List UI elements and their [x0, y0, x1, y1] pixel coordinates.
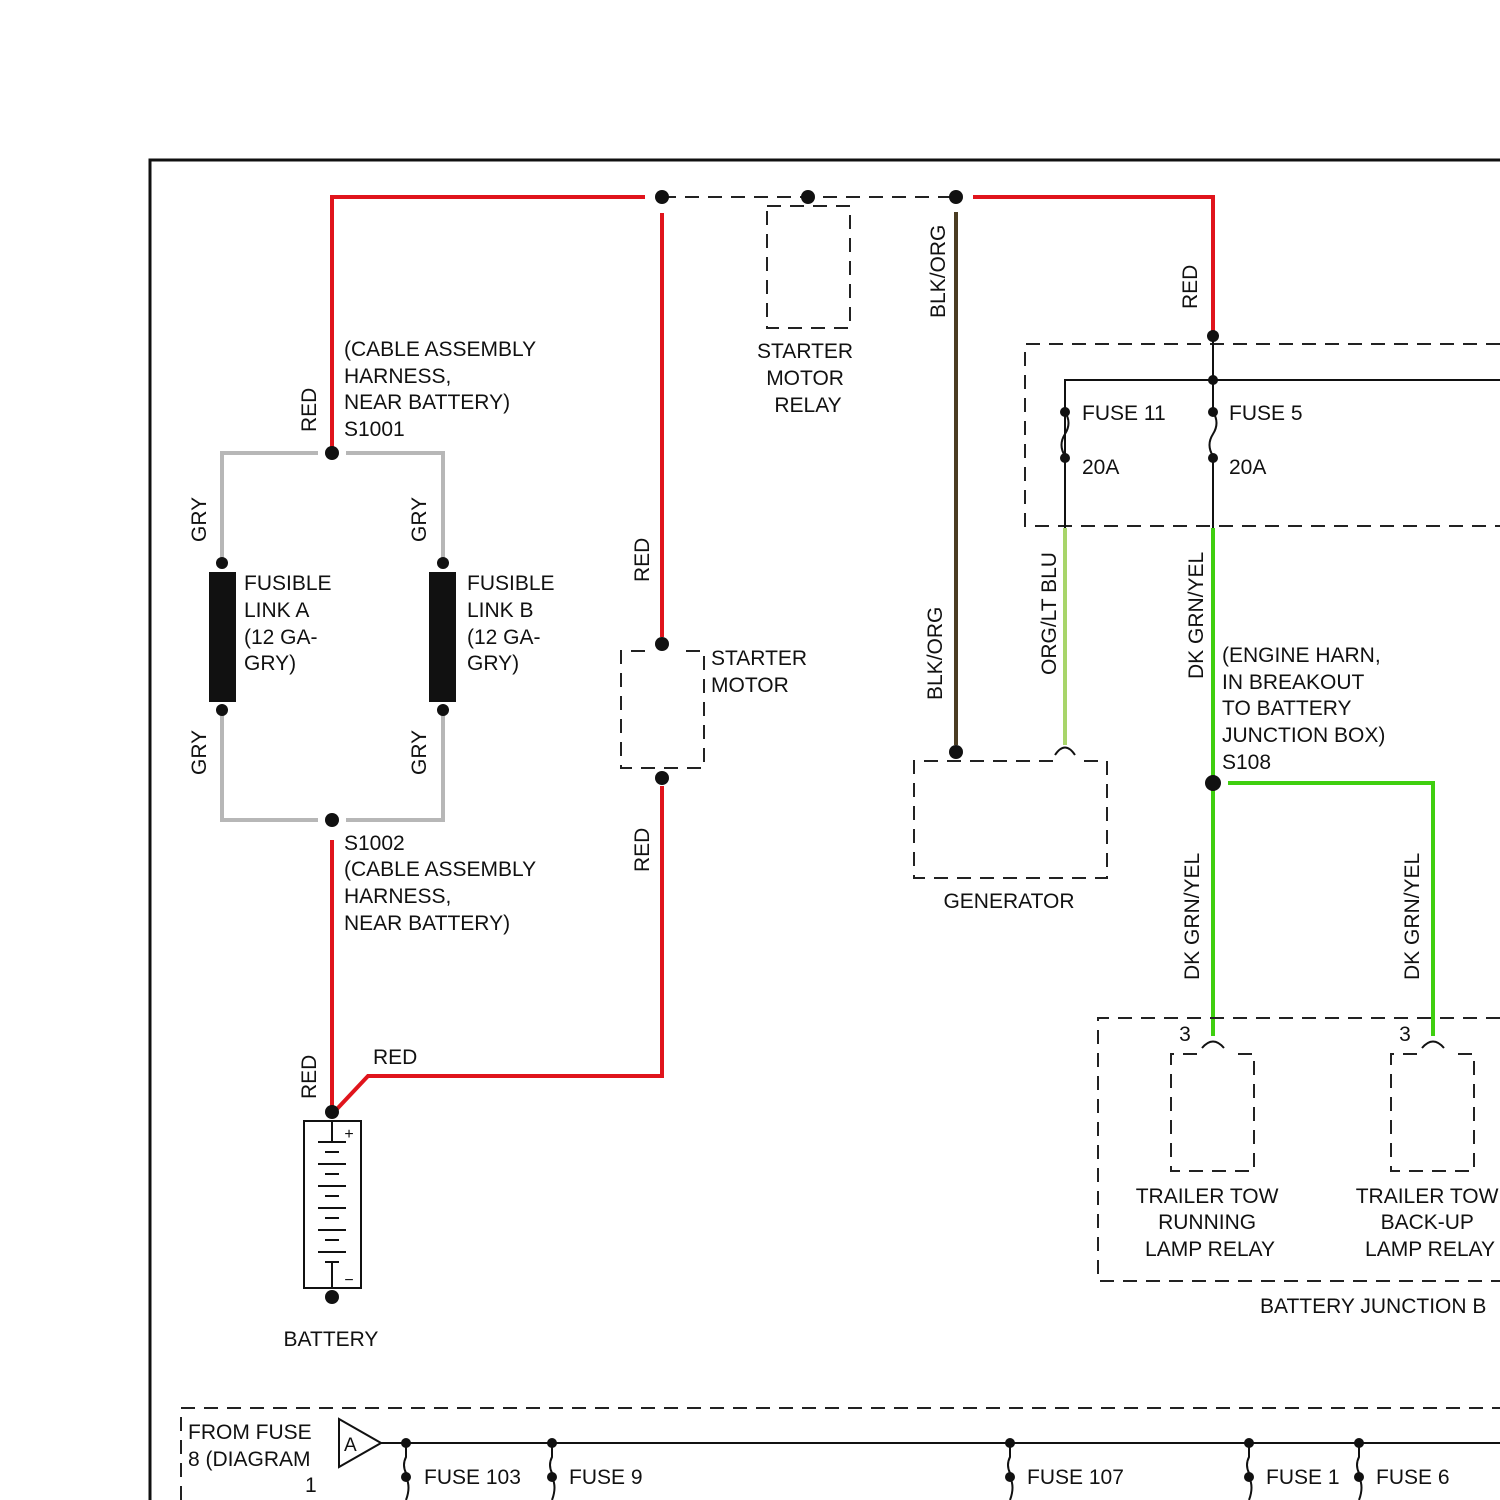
trailer-tow-running-lamp-relay: 3 TRAILER TOW RUNNING LAMP RELAY	[1136, 1023, 1285, 1261]
wire-label-red-battery-horizontal: RED	[373, 1046, 417, 1069]
fuse-107: FUSE 107	[1005, 1438, 1124, 1500]
splice-s1001-label: (CABLE ASSEMBLY HARNESS, NEAR BATTERY) S…	[344, 338, 542, 441]
wire-label-red-motor-bottom: RED	[631, 828, 654, 872]
svg-text:FUSE 6: FUSE 6	[1376, 1466, 1450, 1489]
fuse-6: FUSE 6	[1354, 1438, 1450, 1500]
battery-plus-symbol: +	[344, 1126, 353, 1143]
starter-motor-label: STARTER MOTOR	[711, 647, 813, 697]
wire-label-gry-b-bottom: GRY	[408, 730, 431, 775]
connector-a-label: A	[344, 1435, 357, 1456]
fuse-1: FUSE 1	[1244, 1438, 1340, 1500]
splice-s108-label: (ENGINE HARN, IN BREAKOUT TO BATTERY JUN…	[1222, 644, 1391, 774]
wire-label-gry-a-top: GRY	[188, 497, 211, 542]
starter-motor-terminal-top	[655, 637, 669, 651]
running-relay-label: TRAILER TOW RUNNING LAMP RELAY	[1136, 1185, 1285, 1261]
svg-text:FUSE 103: FUSE 103	[424, 1466, 521, 1489]
splice-s1001: (CABLE ASSEMBLY HARNESS, NEAR BATTERY) S…	[325, 338, 542, 460]
wire-label-dk-grn-yel-left: DK GRN/YEL	[1181, 853, 1204, 980]
wire-label-dk-grn-yel-right: DK GRN/YEL	[1401, 853, 1424, 980]
fusible-link-b: FUSIBLE LINK B (12 GA- GRY)	[429, 557, 560, 716]
running-relay-pin: 3	[1179, 1023, 1191, 1046]
svg-text:FUSE 1: FUSE 1	[1266, 1466, 1340, 1489]
splice-s1002-label: S1002 (CABLE ASSEMBLY HARNESS, NEAR BATT…	[344, 832, 542, 935]
relay-terminal-right	[949, 190, 963, 204]
dk-grn-yel-wires	[1213, 528, 1433, 1036]
battery-component: + − BATTERY	[284, 1105, 379, 1351]
battery-junction-box-label: BATTERY JUNCTION B	[1260, 1295, 1486, 1318]
wire-label-org-lt-blu: ORG/LT BLU	[1038, 552, 1061, 675]
fuse-11-label: FUSE 11	[1082, 402, 1166, 425]
fuse-box-region	[1025, 330, 1500, 528]
starter-motor-relay-label: STARTER MOTOR RELAY	[757, 340, 859, 417]
fuse-5: FUSE 5 20A	[1208, 380, 1303, 528]
svg-text:FUSE 107: FUSE 107	[1027, 1466, 1124, 1489]
splice-s1002: S1002 (CABLE ASSEMBLY HARNESS, NEAR BATT…	[325, 813, 542, 935]
generator-terminal-right	[1055, 748, 1075, 756]
battery-junction-box: BATTERY JUNCTION B	[1098, 1018, 1500, 1318]
wire-label-red-s1001: RED	[298, 388, 321, 432]
fusible-link-b-label: FUSIBLE LINK B (12 GA- GRY)	[467, 572, 560, 675]
svg-text:FUSE 9: FUSE 9	[569, 1466, 643, 1489]
starter-motor-terminal-bottom	[655, 771, 669, 785]
fuse-5-label: FUSE 5	[1229, 402, 1303, 425]
wire-label-blk-org-bottom: BLK/ORG	[924, 607, 947, 700]
starter-motor-component: STARTER MOTOR	[621, 637, 813, 785]
backup-relay-label: TRAILER TOW BACK-UP LAMP RELAY	[1356, 1185, 1500, 1261]
fuse-9: FUSE 9	[547, 1438, 643, 1500]
fuse-103: FUSE 103	[401, 1438, 521, 1500]
fuse-11-rating: 20A	[1082, 456, 1119, 479]
fusible-link-a-label: FUSIBLE LINK A (12 GA- GRY)	[244, 572, 337, 675]
wire-label-gry-a-bottom: GRY	[188, 730, 211, 775]
wire-label-red-fuse-box: RED	[1179, 265, 1202, 309]
fuse-11: FUSE 11 20A	[1060, 402, 1166, 479]
backup-relay-pin: 3	[1399, 1023, 1411, 1046]
from-fuse-label: FROM FUSE 8 (DIAGRAM 1	[188, 1421, 318, 1497]
wire-label-gry-b-top: GRY	[408, 497, 431, 542]
generator-terminal-left	[949, 745, 963, 759]
relay-terminal-left	[655, 190, 669, 204]
wire-label-dk-grn-yel-top: DK GRN/YEL	[1185, 552, 1208, 679]
fusible-link-a: FUSIBLE LINK A (12 GA- GRY)	[209, 557, 337, 716]
battery-minus-symbol: −	[344, 1272, 353, 1289]
fuse-5-rating: 20A	[1229, 456, 1266, 479]
battery-label: BATTERY	[284, 1328, 379, 1351]
bottom-fuse-rail: FROM FUSE 8 (DIAGRAM 1 A FUSE 103 FUSE 9	[181, 1408, 1500, 1500]
trailer-tow-backup-lamp-relay: 3 TRAILER TOW BACK-UP LAMP RELAY	[1356, 1023, 1500, 1261]
wire-label-red-motor-top: RED	[631, 538, 654, 582]
starter-motor-relay-component: STARTER MOTOR RELAY	[655, 190, 963, 417]
relay-terminal-middle	[801, 190, 815, 204]
wire-label-blk-org-top: BLK/ORG	[927, 225, 950, 318]
generator-component: GENERATOR	[914, 745, 1107, 913]
splice-s108: (ENGINE HARN, IN BREAKOUT TO BATTERY JUN…	[1205, 644, 1391, 791]
wire-label-red-battery: RED	[298, 1055, 321, 1099]
generator-label: GENERATOR	[943, 890, 1074, 913]
